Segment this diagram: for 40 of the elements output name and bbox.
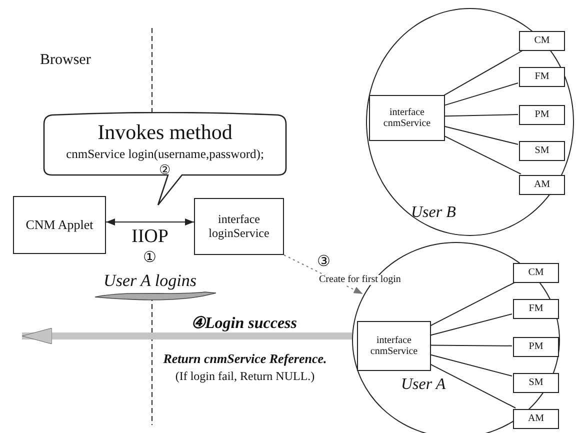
user-session-circle — [366, 8, 574, 236]
edge-label: Create for first login — [318, 275, 402, 285]
connector-line — [444, 126, 518, 145]
component-box: PM — [519, 105, 565, 125]
component-box: PM — [513, 337, 559, 357]
result-note: Return cnmService Reference. — [163, 352, 327, 365]
return-arrow — [22, 328, 352, 344]
step-number: ② — [158, 163, 172, 176]
connector-line — [430, 282, 516, 326]
connector-line — [444, 50, 524, 96]
edge-label: ④Login success — [190, 316, 298, 332]
user-label: User B — [411, 205, 456, 221]
result-note: (If login fail, Return NULL.) — [175, 370, 315, 382]
user-label: User A — [401, 377, 446, 393]
method-signature: cnmService login(username,password); — [65, 148, 265, 160]
connector-line — [444, 82, 518, 106]
component-box: interface cnmService — [369, 95, 445, 141]
component-box: SM — [513, 373, 559, 393]
bubble-heading: Invokes method — [96, 122, 234, 143]
step-caption: User A logins — [104, 272, 196, 289]
connector-line — [444, 114, 518, 117]
component-box: CM — [519, 31, 565, 51]
arrow — [106, 218, 194, 226]
component-box: SM — [519, 141, 565, 161]
component-box: FM — [513, 299, 559, 319]
component-box: interface cnmService — [357, 321, 431, 371]
connector-line — [430, 314, 512, 336]
column-heading: Browser — [40, 53, 91, 68]
component-box: interface loginService — [194, 198, 284, 255]
connector-line — [444, 135, 522, 174]
component-box: CM — [513, 263, 559, 283]
step-number: ① — [143, 251, 156, 266]
step-number: ③ — [317, 255, 330, 270]
component-box: AM — [513, 409, 559, 429]
component-box: FM — [519, 67, 565, 87]
connector-line — [430, 344, 512, 346]
component-box: CNM Applet — [13, 196, 106, 254]
connector-line — [430, 354, 512, 376]
connector-line — [430, 364, 516, 408]
component-box: AM — [519, 175, 565, 195]
